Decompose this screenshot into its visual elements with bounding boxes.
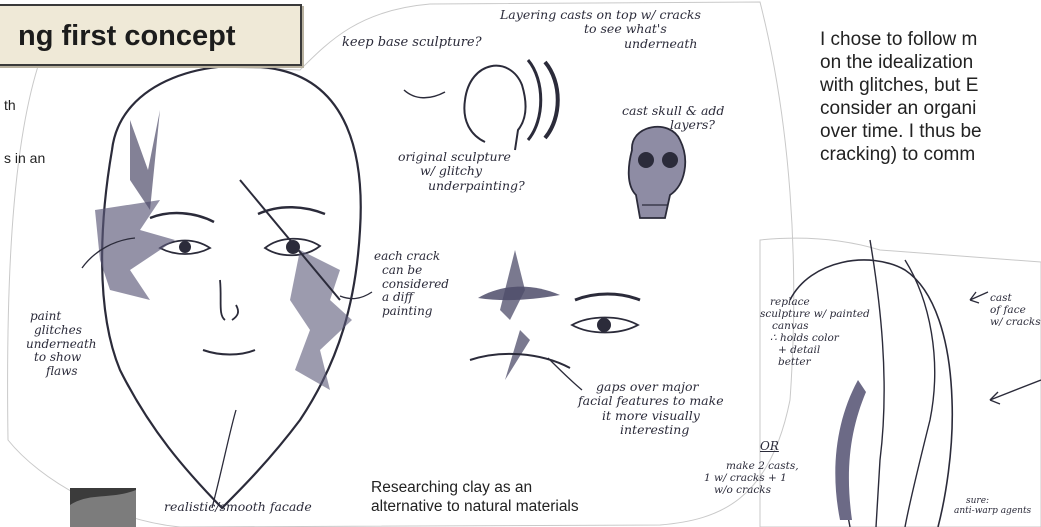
note-cast-skull: cast skull & add layers? <box>622 104 724 133</box>
note-gaps: gaps over major facial features to make … <box>578 380 724 438</box>
left-text-fragment-2: s in an <box>4 150 45 166</box>
paragraph-line: I chose to follow m <box>820 28 1041 51</box>
clay-research-caption: Researching clay as an alternative to na… <box>371 478 631 516</box>
explanation-paragraph: I chose to follow m on the idealization … <box>820 28 1041 166</box>
paragraph-line: on the idealization <box>820 51 1041 74</box>
paragraph-line: with glitches, but E <box>820 74 1041 97</box>
paragraph-line: cracking) to comm <box>820 143 1041 166</box>
note-layering: Layering casts on top w/ cracks to see w… <box>500 8 701 51</box>
note-replace-sculpture: replace sculpture w/ painted canvas ∴ ho… <box>760 296 870 368</box>
note-anti-warp: sure: anti-warp agents <box>954 496 1031 517</box>
note-keep-base: keep base sculpture? <box>342 36 482 51</box>
paragraph-line: over time. I thus be <box>820 120 1041 143</box>
note-realistic-facade: realistic/smooth facade <box>164 500 312 514</box>
left-text-fragment-1: th <box>4 97 16 113</box>
note-cast-of-face: cast of face w/ cracks <box>990 292 1041 328</box>
note-or: OR <box>760 440 779 454</box>
note-original-sculpture: original sculpture w/ glitchy underpaint… <box>398 150 525 193</box>
caption-line: alternative to natural materials <box>371 497 631 516</box>
note-each-crack: each crack can be considered a diff pain… <box>374 250 449 319</box>
note-make-casts: make 2 casts, 1 w/ cracks + 1 w/o cracks <box>704 460 799 496</box>
paragraph-line: consider an organi <box>820 97 1041 120</box>
caption-line: Researching clay as an <box>371 478 631 497</box>
title-box: ng first concept <box>0 4 302 66</box>
note-paint-glitches: paint glitches underneath to show flaws <box>12 310 97 379</box>
page-title: ng first concept <box>18 20 236 53</box>
